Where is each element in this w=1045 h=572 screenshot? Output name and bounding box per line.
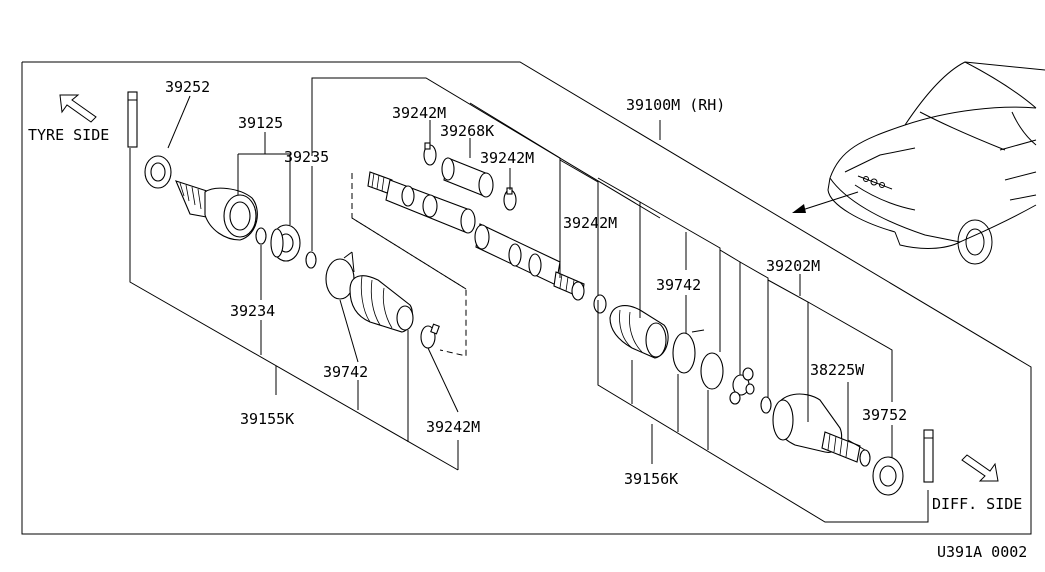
boot-band-right: [672, 329, 705, 374]
snap-ring-39234: [255, 227, 267, 245]
boot-kit-dashed-box: [351, 173, 467, 357]
dust-seal-left: [144, 155, 172, 189]
part-label-39268k: 39268K: [440, 122, 494, 140]
part-label-39155k: 39155K: [240, 410, 294, 428]
part-label-39742-left: 39742: [323, 363, 368, 381]
center-shaft: [367, 171, 585, 301]
part-label-39242m-right: 39242M: [563, 214, 617, 232]
part-label-39242m-top: 39242M: [392, 104, 446, 122]
oil-seal-39752: [872, 456, 904, 496]
part-label-39156k: 39156K: [624, 470, 678, 488]
part-label-39125: 39125: [238, 114, 283, 132]
part-label-39752: 39752: [862, 406, 907, 424]
boot-clamp-lower: [420, 323, 440, 349]
damper-39268k: [423, 142, 517, 211]
joint-race-39125: [270, 224, 301, 262]
circlip-39202m: [760, 396, 772, 414]
leader-lines: [129, 77, 929, 523]
diagram-frame: [21, 61, 1032, 535]
tyre-side-label: TYRE SIDE: [28, 126, 109, 144]
part-label-39100m: 39100M (RH): [626, 96, 725, 114]
car-silhouette-icon: [827, 61, 1045, 265]
car-pointer-arrow: [792, 191, 859, 213]
grease-tube-left: [127, 91, 138, 148]
part-label-39235: 39235: [284, 148, 329, 166]
part-label-39202m: 39202M: [766, 257, 820, 275]
circlip-shaft-right: [593, 294, 607, 314]
spider-joint: [729, 367, 755, 405]
part-label-38225w: 38225W: [810, 361, 865, 379]
part-label-39252: 39252: [165, 78, 210, 96]
part-label-39242m-mid: 39242M: [480, 149, 534, 167]
part-label-39242m-lower: 39242M: [426, 418, 480, 436]
inner-joint-housing: [772, 393, 861, 463]
outer-joint-housing: [175, 180, 258, 241]
part-label-39234: 39234: [230, 302, 275, 320]
grease-tube-right: [923, 429, 934, 483]
part-label-39742-right: 39742: [656, 276, 701, 294]
diff-side-arrow-icon: [961, 454, 999, 482]
boot-band-right-2: [700, 352, 724, 390]
diagram-code: U391A 0002: [937, 543, 1027, 561]
circlip-39235: [305, 251, 317, 269]
diff-side-label: DIFF. SIDE: [932, 495, 1022, 513]
snap-ring-38225w: [859, 449, 871, 467]
tyre-side-arrow-icon: [59, 94, 97, 123]
part-labels: 39252 39125 39235 39242M 39268K 39242M 3…: [165, 78, 907, 488]
boot-left: [349, 275, 414, 333]
boot-band-left: [325, 251, 355, 300]
boot-right: [609, 305, 669, 359]
